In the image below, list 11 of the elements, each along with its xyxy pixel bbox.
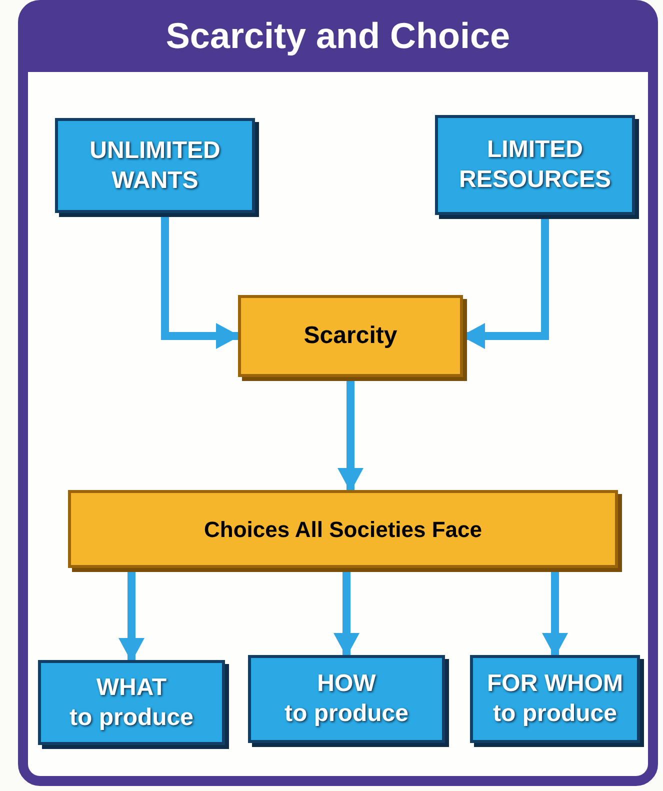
title-banner: Scarcity and Choice: [18, 0, 658, 72]
box-heading: HOW: [316, 669, 377, 699]
box-label: Scarcity: [302, 321, 398, 351]
box-subtext: to produce: [68, 702, 194, 732]
box-heading: UNLIMITED WANTS: [88, 136, 222, 196]
box-subtext: to produce: [284, 699, 410, 729]
box-label: Choices All Societies Face: [203, 516, 483, 544]
box-heading: FOR WHOM: [486, 669, 624, 699]
box-subtext: to produce: [492, 699, 618, 729]
box-heading: LIMITED RESOURCES: [458, 135, 612, 195]
box-heading: WHAT: [95, 672, 168, 702]
